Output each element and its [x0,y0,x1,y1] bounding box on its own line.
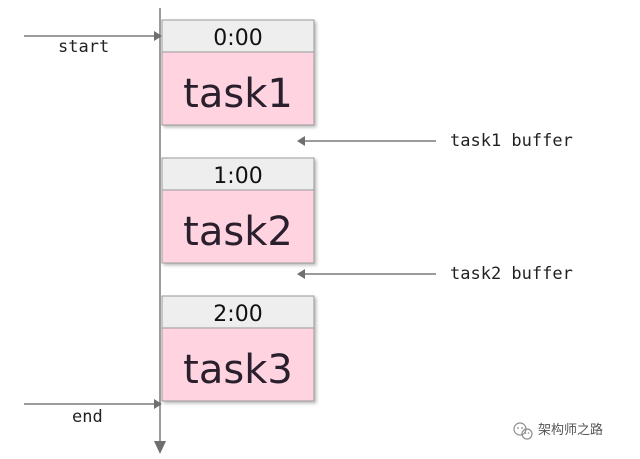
task-name-2: task2 [183,209,293,255]
task-name-3: task3 [183,347,293,393]
end-label: end [72,407,103,427]
task-block-3: 2:00 task3 [161,295,315,402]
task-block-1: 0:00 task1 [161,19,315,126]
start-label: start [58,37,109,57]
start-arrowhead [154,31,162,41]
buffer-arrowhead-2 [297,269,305,279]
task-box-3 [161,327,315,402]
task-time-3: 2:00 [213,302,262,327]
watermark-text: 架构师之路 [538,422,603,438]
watermark: 架构师之路 [513,422,603,440]
timeline-arrowhead [154,441,166,454]
buffer-annotation-1: task1 buffer [297,131,573,151]
task-block-2: 1:00 task2 [161,157,315,264]
buffer-label-1: task1 buffer [450,131,573,151]
task-box-1 [161,51,315,126]
task-box-2 [161,189,315,264]
buffer-arrowhead-1 [297,136,305,146]
main-timeline [154,8,166,454]
task-time-1: 0:00 [213,26,262,51]
time-header-2 [161,157,315,191]
wechat-icon [513,422,533,440]
buffer-label-2: task2 buffer [450,264,573,284]
task-name-1: task1 [183,71,293,117]
task-time-2: 1:00 [213,164,262,189]
buffer-annotation-2: task2 buffer [297,264,573,284]
end-arrowhead [154,399,162,409]
time-header-1 [161,19,315,53]
end-marker: end [24,399,162,427]
start-marker: start [24,31,162,57]
time-header-3 [161,295,315,329]
